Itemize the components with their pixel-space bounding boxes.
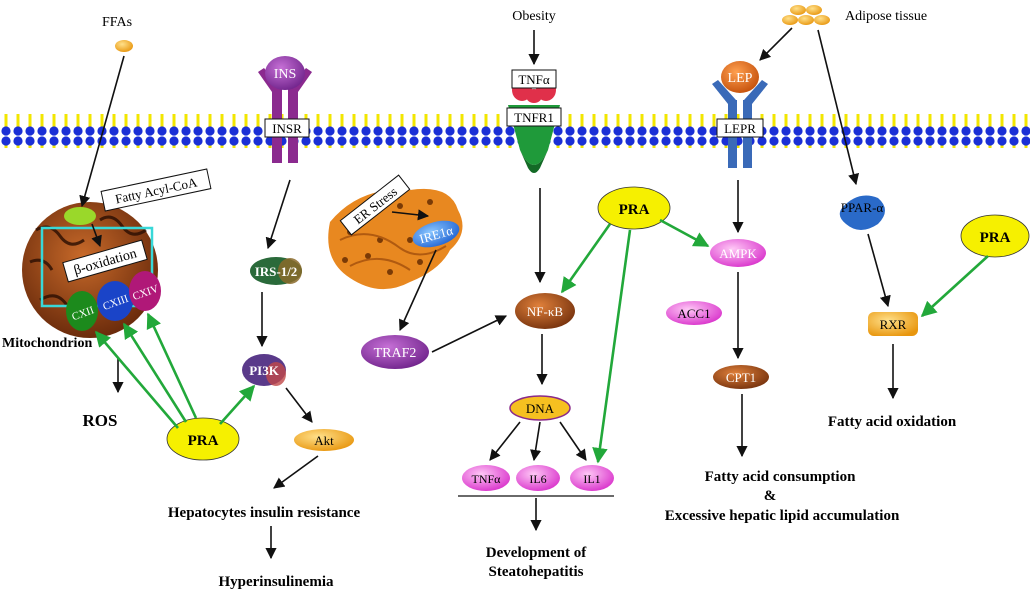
il1-label: IL1 — [583, 472, 600, 486]
traf2-node — [361, 335, 429, 369]
ire1a-node — [412, 220, 460, 248]
pra-node-left — [166, 417, 240, 461]
green-arrow-pra-to-nfkb — [560, 223, 612, 294]
er-stress-box — [339, 174, 411, 236]
green-arrow-pra-to-cxii — [94, 330, 179, 429]
green-arrow-pra-to-cxiii — [122, 322, 188, 423]
pra-center-label: PRA — [619, 202, 650, 218]
dna-node — [509, 395, 571, 421]
pra-left-label: PRA — [188, 433, 219, 449]
cpt1-label: CPT1 — [726, 370, 756, 385]
ampersand-label: & — [764, 488, 777, 504]
ppar-label: PPAR-α — [841, 200, 884, 215]
acc1-label: ACC1 — [677, 306, 710, 321]
akt-label: Akt — [314, 433, 334, 448]
fatty-acyl-coa-box — [100, 168, 212, 212]
il6-node — [516, 465, 560, 491]
pi3k-label: PI3K — [249, 363, 280, 378]
fa-oxidation-label: Fatty acid oxidation — [828, 414, 957, 430]
ins-label: INS — [274, 67, 297, 82]
ros-label: ROS — [83, 411, 118, 430]
nfkb-label: NF-κB — [527, 304, 563, 319]
tnfa-ligand-label: TNFα — [518, 72, 550, 87]
nfkb-node — [515, 293, 575, 329]
arrow-dna-to-il1 — [559, 421, 587, 461]
green-arrow-pra-to-ampk — [659, 218, 710, 248]
arrow-dna-to-il6 — [530, 421, 542, 462]
lep-label: LEP — [728, 71, 753, 86]
beta-oxidation-box — [62, 239, 148, 283]
tnfr1-label: TNFR1 — [514, 110, 554, 125]
tnfa-label-box — [511, 69, 557, 89]
tnfa-out-label: TNFα — [472, 472, 502, 486]
ppar-node — [839, 195, 885, 230]
fatty-acyl-coa-label: Fatty Acyl-CoA — [114, 174, 199, 206]
ampk-node — [710, 239, 766, 267]
arrow-ppar-to-rxr — [867, 233, 891, 308]
acc1-node — [666, 301, 722, 325]
green-arrow-pra-to-il1 — [592, 229, 632, 464]
insr-label: INSR — [272, 121, 302, 136]
arrow-ffa-to-mito — [79, 55, 125, 208]
pi3k-node-overlay — [266, 362, 286, 386]
pra-node-right — [960, 214, 1030, 258]
hyperinsulinemia-label: Hyperinsulinemia — [218, 574, 334, 590]
ffa-droplet — [115, 40, 133, 52]
insr-label-box — [264, 118, 310, 138]
cxiv-complex — [129, 271, 161, 311]
traf2-label: TRAF2 — [374, 346, 417, 361]
steatohepatitis-line1: Development of — [486, 545, 587, 561]
tnfr1-label-box — [506, 107, 562, 127]
arrow-akt-to-hep — [273, 455, 319, 489]
il1-node — [570, 465, 614, 491]
arrow-acyl-to-beta — [91, 223, 102, 248]
arrow-dna-to-tnfa — [489, 421, 521, 461]
pra-right-label: PRA — [980, 230, 1011, 246]
green-arrow-pra-to-cxiv — [146, 312, 198, 419]
arrow-pi3k-to-akt — [285, 387, 313, 423]
ins-ligand — [265, 56, 305, 90]
excessive-accumulation-label: Excessive hepatic lipid accumulation — [665, 508, 900, 524]
adipose-tissue-label: Adipose tissue — [845, 9, 927, 24]
arrow-adipose-to-lep — [759, 27, 793, 61]
fa-consumption-label: Fatty acid consumption — [705, 469, 857, 485]
lep-ligand — [721, 61, 759, 93]
green-arrow-pra-to-rxr — [920, 255, 989, 318]
rxr-node — [868, 312, 918, 336]
steatohepatitis-line2: Steatohepatitis — [489, 564, 584, 580]
irs-label: IRS-1/2 — [255, 264, 298, 279]
ampk-label: AMPK — [719, 246, 757, 261]
arrow-adipose-to-ppar — [817, 29, 860, 186]
irs-node-overlay — [278, 258, 302, 284]
cxii-complex — [66, 291, 98, 331]
hepatocytes-ir-label: Hepatocytes insulin resistance — [168, 505, 361, 521]
akt-node — [294, 429, 354, 451]
green-arrows — [94, 218, 989, 464]
tnfa-out-node — [462, 465, 510, 491]
il6-label: IL6 — [529, 472, 546, 486]
arrow-er-to-ire1a — [391, 209, 430, 221]
dna-label: DNA — [526, 401, 555, 416]
green-arrow-pra-to-pi3k — [219, 384, 256, 425]
mitochondrion-label: Mitochondrion — [2, 336, 92, 351]
cpt1-node — [713, 365, 769, 389]
lepr-label-box — [716, 118, 764, 138]
rxr-label: RXR — [880, 317, 907, 332]
pra-node-center — [597, 186, 671, 230]
ffas-label: FFAs — [102, 15, 132, 30]
adipose-droplets — [782, 5, 830, 25]
black-arrows — [79, 27, 899, 560]
lepr-label: LEPR — [724, 121, 756, 136]
arrow-traf2-to-nfkb — [431, 315, 508, 353]
arrow-ire1a-to-traf2 — [399, 249, 437, 332]
obesity-label: Obesity — [512, 9, 556, 24]
cxiii-complex — [97, 281, 133, 321]
arrow-insr-to-irs — [265, 179, 291, 250]
